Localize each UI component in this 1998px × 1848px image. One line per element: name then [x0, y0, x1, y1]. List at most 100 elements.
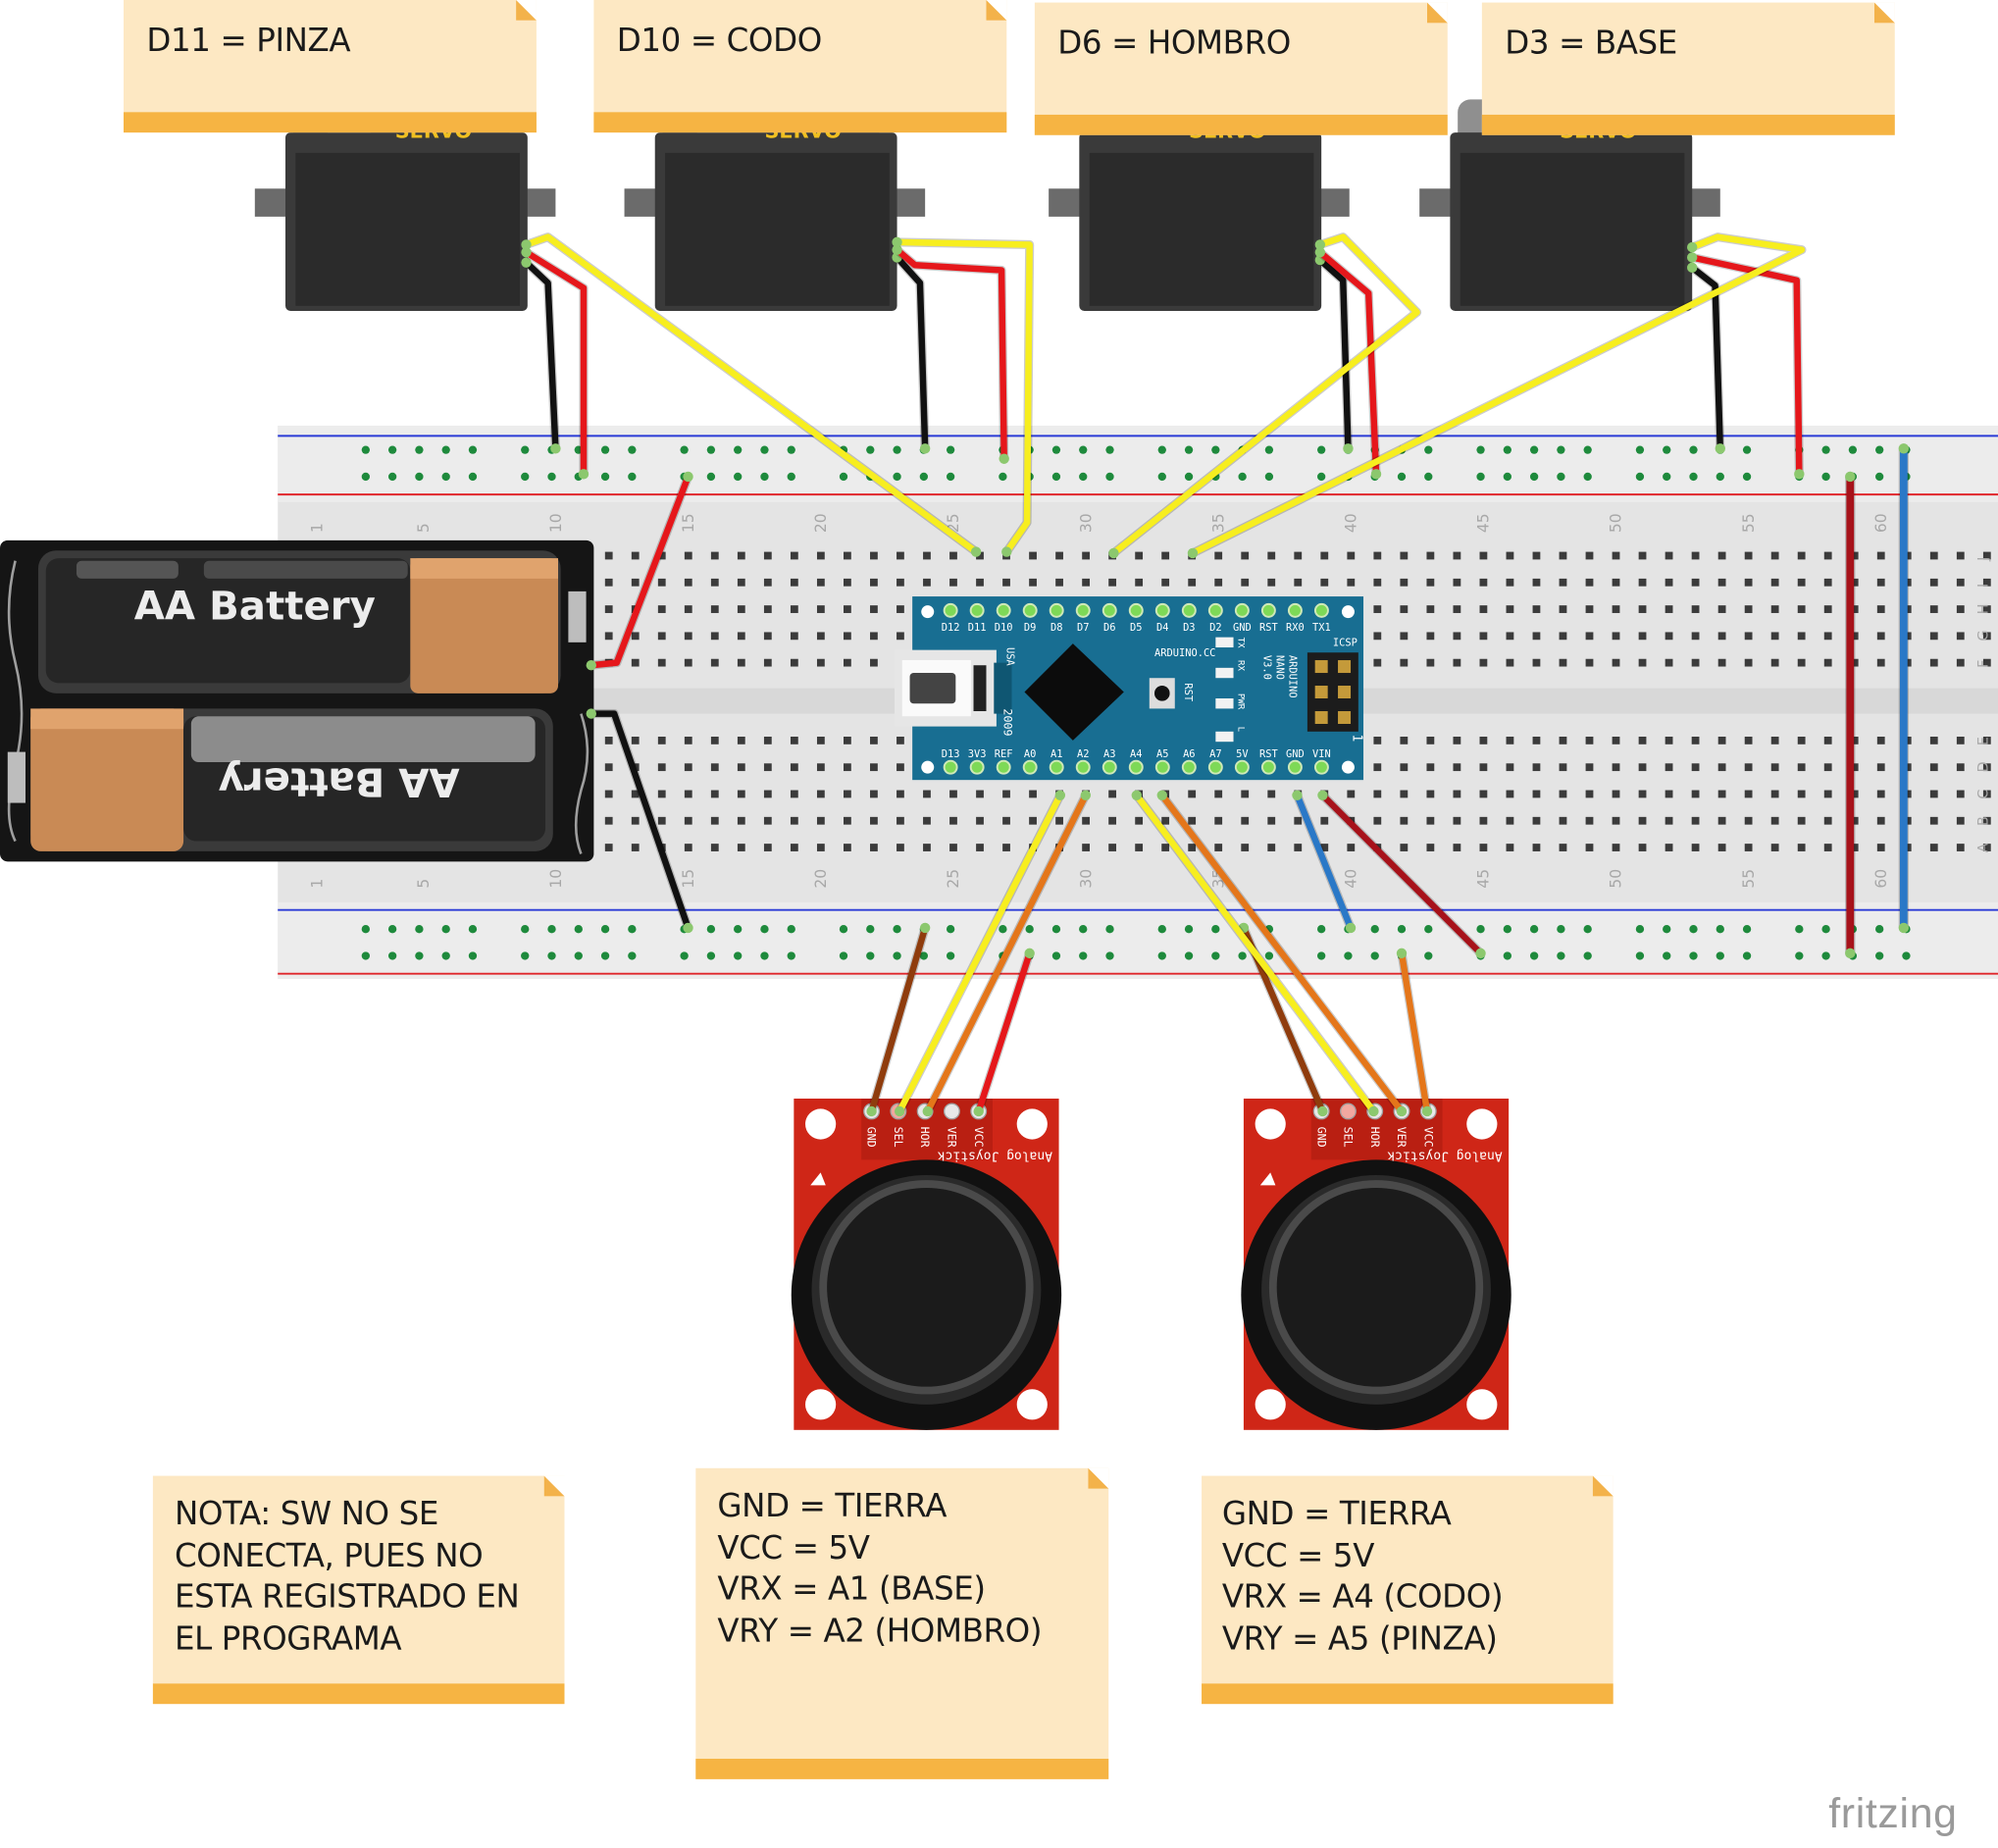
hole — [1876, 605, 1885, 613]
hole — [1532, 816, 1541, 825]
rail-hole — [893, 951, 901, 960]
hole — [1241, 790, 1250, 798]
hole — [1585, 816, 1594, 825]
rail-hole — [628, 445, 637, 454]
hole — [1453, 658, 1461, 667]
note-bar — [695, 1759, 1109, 1779]
hole — [1665, 551, 1673, 560]
hole — [923, 844, 931, 851]
hole — [710, 844, 719, 851]
hole — [1876, 816, 1885, 825]
rail-hole — [1079, 445, 1088, 454]
hole — [1929, 790, 1938, 798]
hole — [737, 763, 745, 772]
row-letter: D — [1976, 761, 1992, 772]
note-text: GND = TIERRA VCC = 5V VRX = A4 (CODO) VR… — [1221, 1495, 1504, 1657]
fritzing-logo: fritzing — [1828, 1789, 1958, 1837]
rail-hole — [361, 445, 370, 454]
column-number: 50 — [1608, 869, 1625, 889]
joystick-pin-label: VER — [946, 1127, 959, 1149]
rail-hole — [999, 925, 1007, 934]
hole — [976, 844, 984, 851]
hole — [1029, 816, 1037, 825]
hole — [1426, 763, 1435, 772]
hole — [1453, 578, 1461, 587]
hole — [1029, 551, 1037, 560]
arduino-icsp-text: ICSP — [1333, 638, 1358, 649]
wire-end — [1314, 247, 1326, 258]
hole — [1506, 551, 1514, 560]
hole — [870, 658, 878, 667]
arduino-led-label: RX — [1236, 660, 1246, 671]
hole — [1320, 578, 1329, 587]
hole — [816, 790, 825, 798]
hole — [897, 816, 904, 825]
hole — [870, 844, 878, 851]
hole — [1426, 790, 1435, 798]
rail-hole — [734, 472, 743, 482]
hole — [1479, 816, 1488, 825]
rail-hole — [1742, 951, 1752, 960]
hole — [1479, 632, 1488, 641]
hole — [949, 844, 957, 851]
rail-hole — [468, 445, 478, 454]
hole — [1214, 551, 1223, 560]
hole — [1929, 816, 1938, 825]
hole — [1479, 605, 1488, 613]
hole — [1770, 632, 1779, 641]
hole — [1823, 658, 1832, 667]
wire-servo4-signal — [1189, 233, 1806, 557]
arduino-pin — [1181, 602, 1197, 618]
wire-joy1-ver — [924, 792, 1090, 1115]
arduino-pin-label: RST — [1259, 748, 1278, 760]
note-fold — [1592, 1475, 1614, 1497]
rail-hole — [1370, 925, 1379, 934]
hole — [1797, 790, 1806, 798]
hole — [790, 605, 798, 613]
rail-hole — [1184, 472, 1194, 482]
hole — [1373, 578, 1382, 587]
hole — [684, 578, 692, 587]
hole — [1506, 844, 1514, 851]
hole — [710, 632, 719, 641]
rail-hole — [1424, 951, 1433, 960]
wire-end — [970, 546, 982, 557]
hole — [844, 790, 851, 798]
hole — [1823, 790, 1832, 798]
hole — [631, 844, 640, 851]
joystick-pin-label: GND — [1314, 1127, 1328, 1148]
rail-hole — [1424, 472, 1433, 482]
column-number: 15 — [680, 513, 697, 533]
hole — [684, 844, 692, 851]
hole — [1797, 816, 1806, 825]
note-joystick-2: GND = TIERRA VCC = 5V VRX = A4 (CODO) VR… — [1202, 1475, 1614, 1705]
arduino-pin-label: RST — [1259, 622, 1278, 634]
rail-hole — [1689, 445, 1698, 454]
rail-hole — [839, 472, 848, 482]
wire-end — [1368, 1105, 1379, 1117]
hole — [844, 578, 851, 587]
column-number: 5 — [415, 879, 433, 889]
wire-joy1-hor — [896, 792, 1064, 1115]
rail-hole — [760, 472, 769, 482]
hole — [1744, 763, 1753, 772]
rail-hole — [1476, 445, 1485, 454]
hole — [1108, 844, 1117, 851]
flame-logo — [1259, 1172, 1276, 1186]
rail-hole — [1583, 951, 1592, 960]
hole — [1744, 844, 1753, 851]
wire-end — [1794, 469, 1805, 480]
arduino-pin — [1181, 759, 1197, 775]
hole — [1400, 736, 1409, 744]
rail-hole — [1105, 925, 1114, 934]
hole — [604, 605, 613, 613]
arduino-pin-label: D8 — [1050, 622, 1062, 634]
rail-hole — [1105, 951, 1114, 960]
wire-end — [999, 453, 1009, 464]
hole — [1241, 816, 1250, 825]
hole — [631, 632, 640, 641]
hole — [816, 578, 825, 587]
hole — [816, 632, 825, 641]
